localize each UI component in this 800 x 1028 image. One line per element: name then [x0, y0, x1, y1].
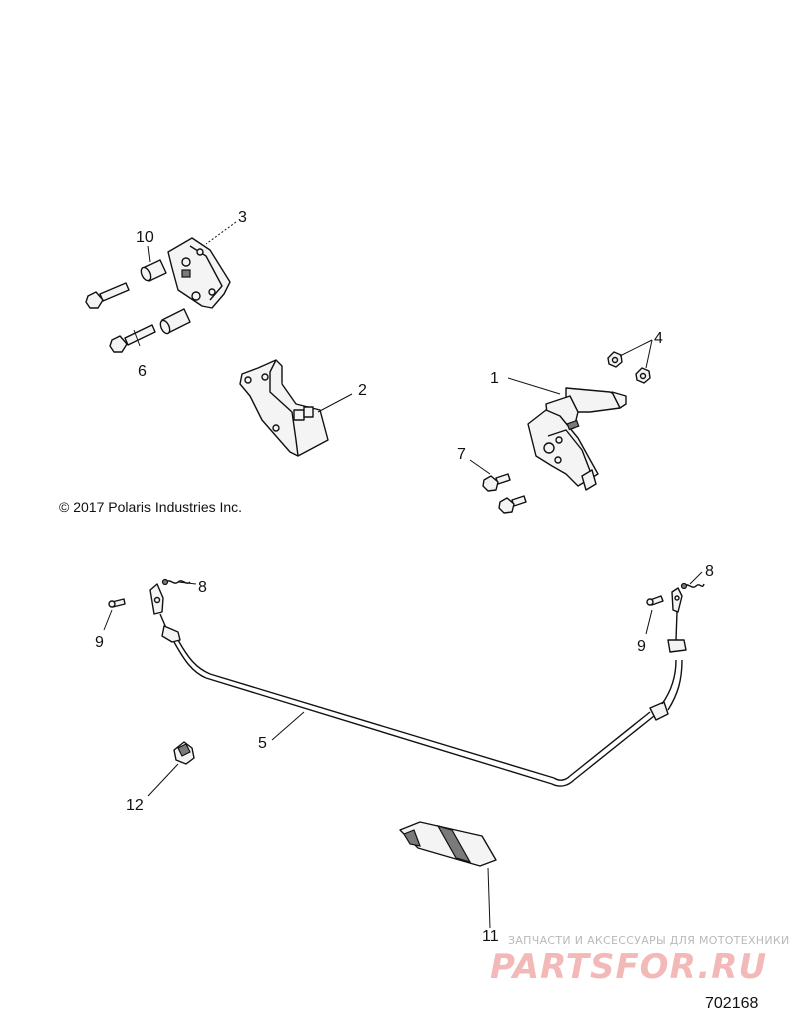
part-8-clip-left: [161, 578, 191, 586]
callout-7: 7: [457, 446, 466, 463]
callout-9-right: 9: [637, 638, 646, 655]
watermark-tagline: ЗАПЧАСТИ И АКСЕССУАРЫ ДЛЯ МОТОТЕХНИКИ: [508, 934, 790, 947]
callout-12: 12: [126, 797, 144, 814]
watermark: ЗАПЧАСТИ И АКСЕССУАРЫ ДЛЯ МОТОТЕХНИКИ PA…: [490, 934, 790, 987]
part-7-bolt-upper: [482, 473, 511, 492]
part-10-spacer-upper: [140, 259, 167, 282]
callout-1: 1: [490, 370, 499, 387]
watermark-logo: PARTSFOR.RU: [490, 947, 767, 987]
part-4-nut-left: [607, 351, 623, 368]
callout-4: 4: [654, 330, 663, 347]
part-6-bolt-upper: [85, 282, 130, 309]
part-9-pin-left: [108, 598, 126, 608]
part-8-clip-right: [680, 582, 705, 590]
callout-6: 6: [138, 363, 147, 380]
callout-9-left: 9: [95, 634, 104, 651]
callout-11: 11: [482, 928, 499, 945]
callout-8-left: 8: [198, 579, 207, 596]
copyright-notice: © 2017 Polaris Industries Inc.: [59, 499, 242, 515]
part-11-label: [399, 821, 497, 867]
callout-labels: 1 2 3 4 5 6 7 8 8 9 9 10 11 12: [95, 209, 714, 945]
part-6-bolt-lower: [109, 324, 156, 353]
callout-2: 2: [358, 382, 367, 399]
part-12-cable-clamp: [173, 741, 195, 765]
part-1-parking-brake-lever: [527, 387, 627, 491]
part-4-nut-right: [635, 367, 651, 384]
leader-lines: [103, 221, 703, 929]
document-number: 702168: [705, 995, 758, 1012]
callout-3: 3: [238, 209, 247, 226]
part-10-spacer-lower: [159, 308, 191, 335]
part-7-bolt-lower: [498, 495, 527, 514]
part-5-brake-cable: [149, 583, 687, 787]
callout-8-right: 8: [705, 563, 714, 580]
part-3-mounting-block: [167, 237, 231, 309]
callout-10: 10: [136, 229, 154, 246]
part-9-pin-right: [646, 595, 664, 606]
callout-5: 5: [258, 735, 267, 752]
part-2-bracket: [239, 359, 329, 457]
